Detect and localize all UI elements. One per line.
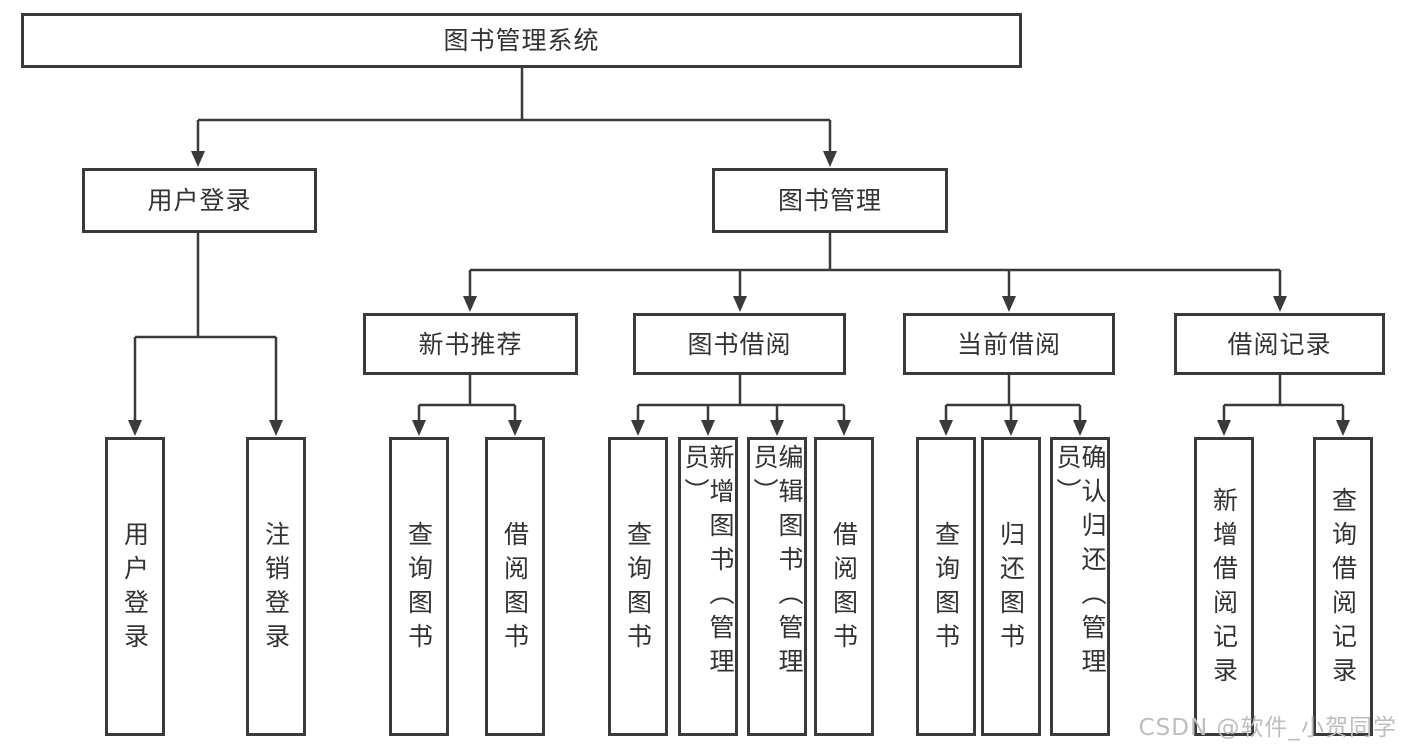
node-book-management: 图书管理 (712, 168, 948, 233)
leaf-query-books-borrow: 查询图书 (608, 437, 668, 736)
node-current-borrowing: 当前借阅 (903, 313, 1115, 375)
node-borrowing-records: 借阅记录 (1174, 313, 1385, 375)
leaf-borrow-books-recommend: 借阅图书 (485, 437, 545, 736)
leaf-edit-books-admin: 编辑图书（管理员） (747, 437, 807, 736)
leaf-query-borrow-record: 查询借阅记录 (1313, 437, 1373, 736)
leaf-return-books: 归还图书 (981, 437, 1041, 736)
leaf-query-books-current: 查询图书 (916, 437, 976, 736)
arrowheads (128, 151, 1350, 436)
node-book-borrowing: 图书借阅 (633, 313, 846, 375)
leaf-borrow-books: 借阅图书 (814, 437, 874, 736)
leaf-add-books-admin: 新增图书（管理员） (678, 437, 738, 736)
leaf-logout: 注销登录 (246, 437, 306, 736)
node-new-book-recommendation: 新书推荐 (363, 313, 578, 375)
node-user-login: 用户登录 (82, 168, 317, 233)
node-root-library-system: 图书管理系统 (21, 13, 1022, 68)
leaf-confirm-return-admin: 确认归还（管理员） (1050, 437, 1110, 736)
csdn-watermark: CSDN @软件_小贺同学 (1138, 715, 1397, 741)
leaf-query-books-recommend: 查询图书 (389, 437, 449, 736)
leaf-user-login: 用户登录 (105, 437, 165, 736)
leaf-add-borrow-record: 新增借阅记录 (1194, 437, 1254, 736)
